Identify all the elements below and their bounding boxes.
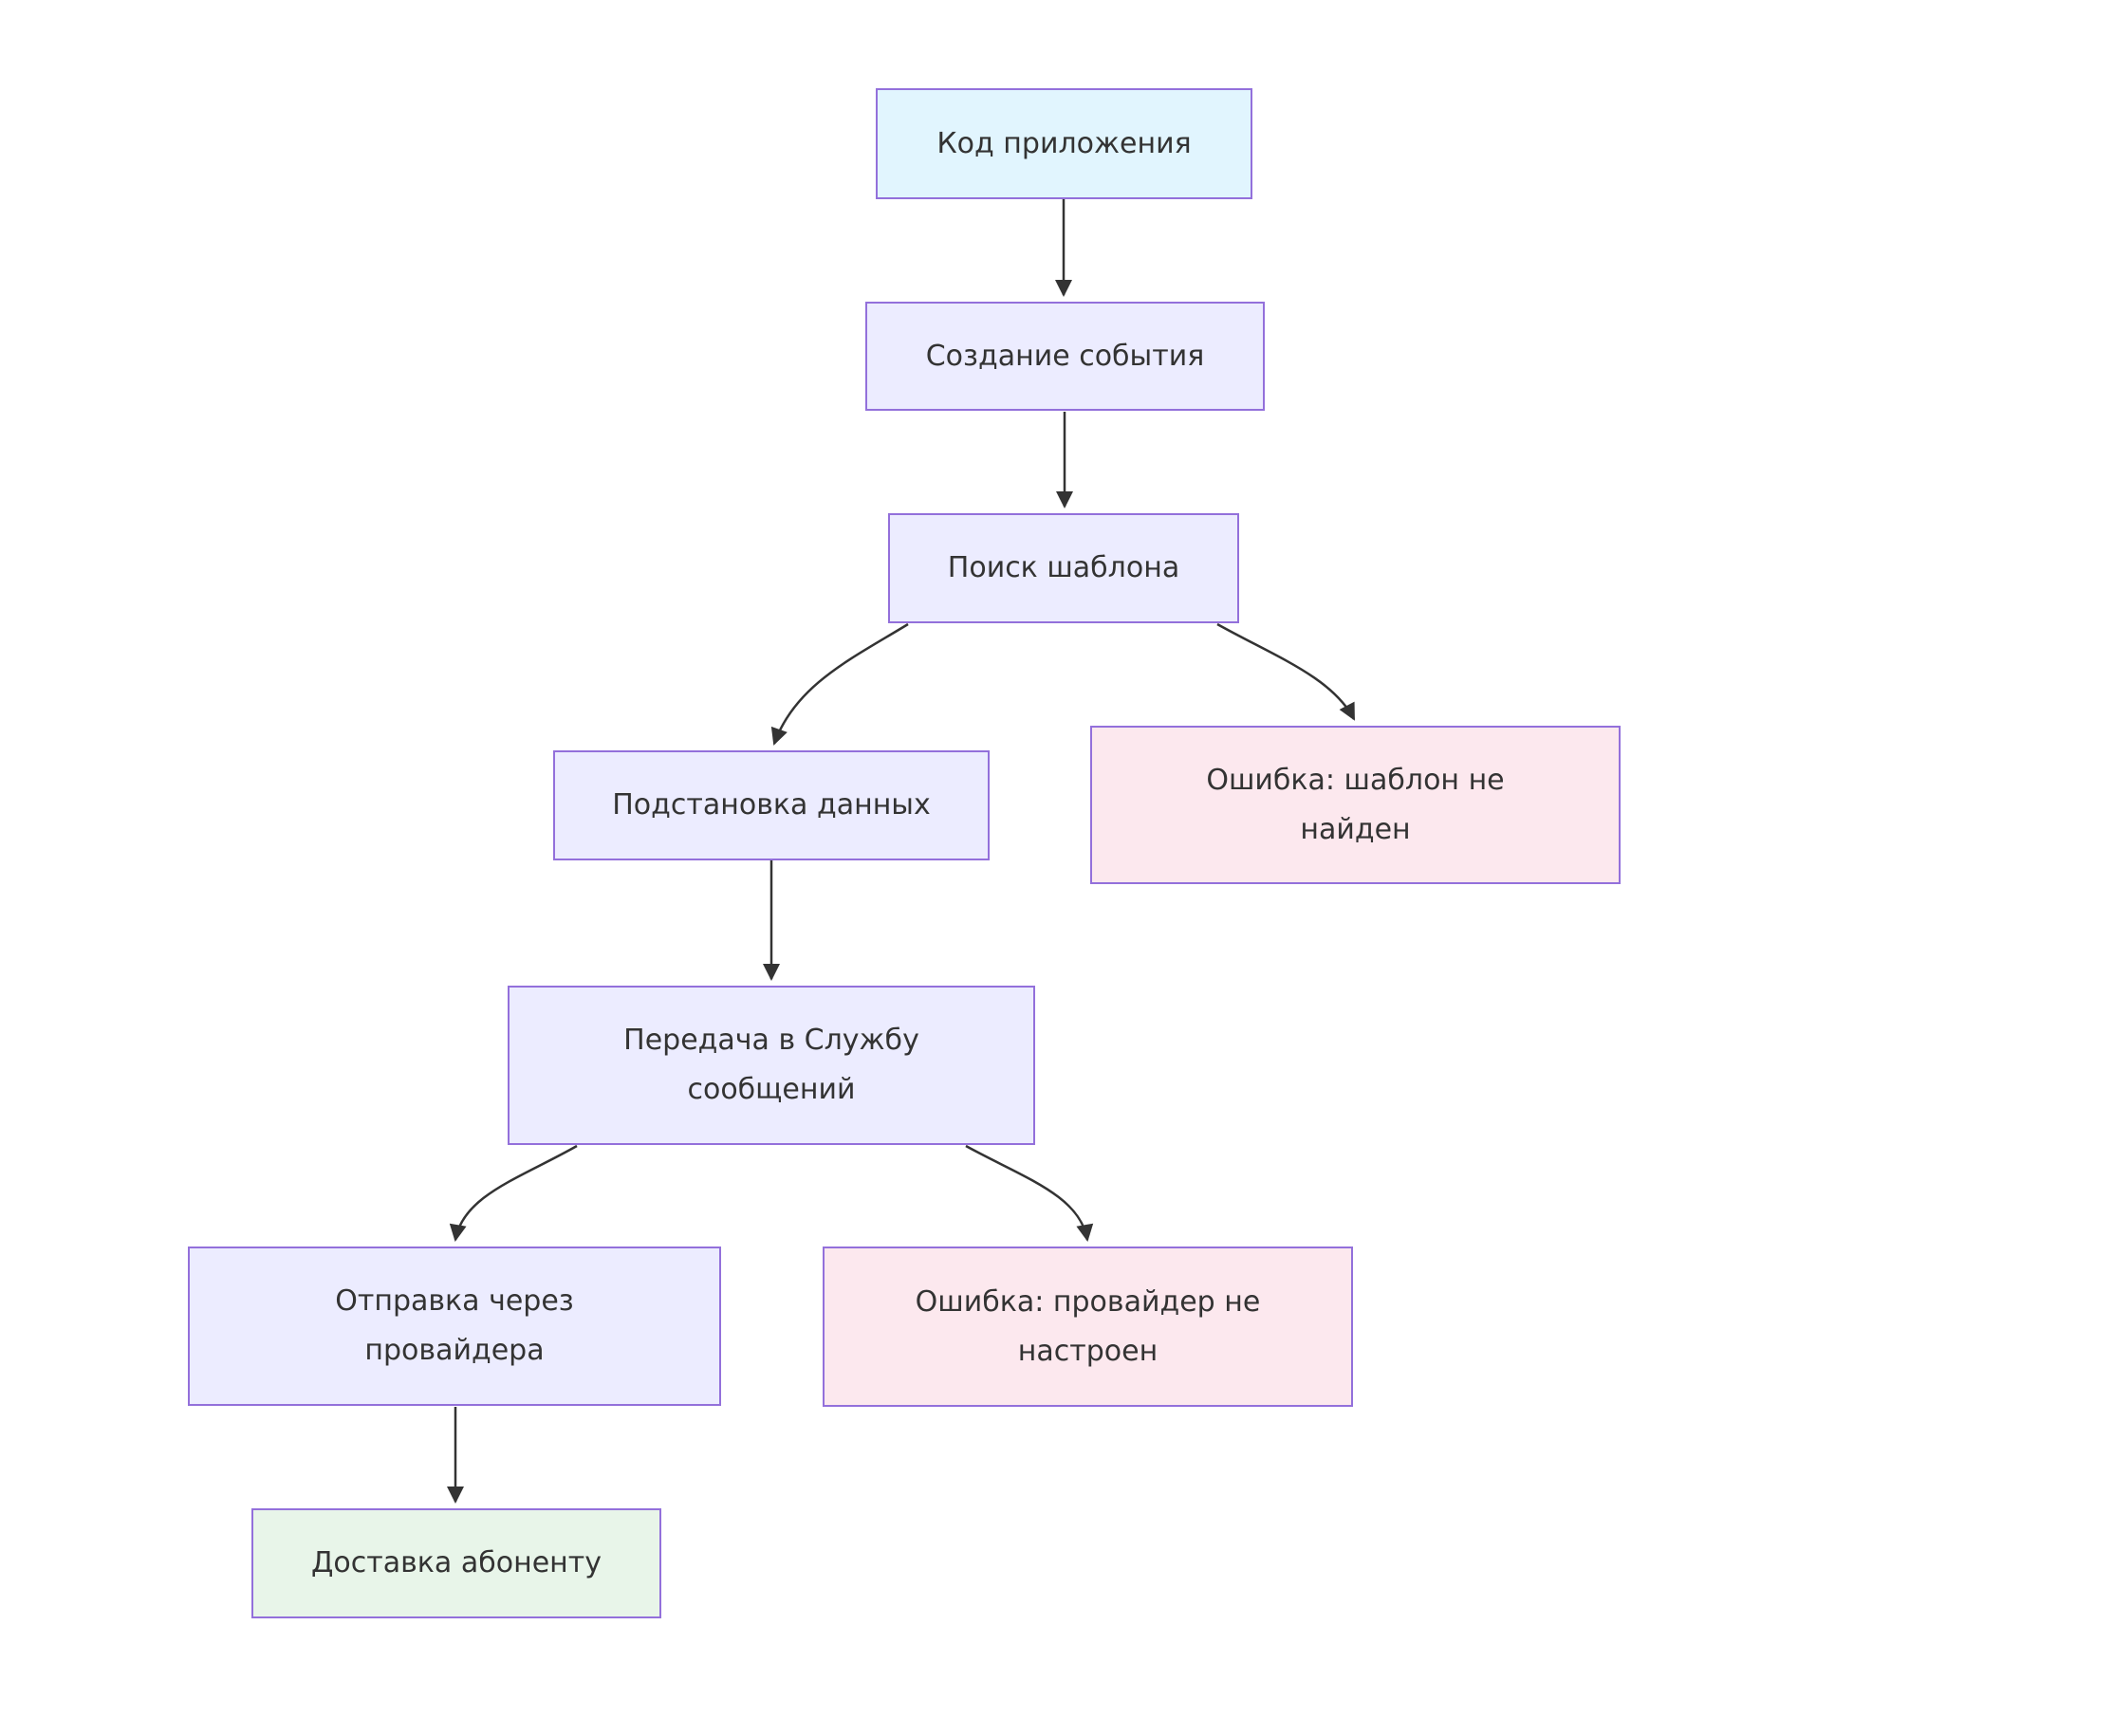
edge-message-service-to-send-via-provider [449, 1144, 578, 1242]
node-error-template-not-found: Ошибка: шаблон не найден [1090, 726, 1621, 884]
node-event-creation-label: Создание события [925, 339, 1205, 373]
node-message-service-transfer: Передача в Службу сообщений [508, 986, 1035, 1145]
node-template-search: Поиск шаблона [888, 513, 1239, 623]
node-data-substitution-label: Подстановка данных [612, 788, 931, 822]
node-send-via-provider: Отправка через провайдера [188, 1247, 721, 1406]
edge-template-search-to-error-template [1216, 622, 1356, 721]
node-message-service-label: Передача в Службу сообщений [623, 1024, 919, 1106]
node-event-creation: Создание события [865, 302, 1265, 411]
node-app-code-label: Код приложения [936, 126, 1192, 160]
node-delivery-label: Доставка абоненту [310, 1546, 602, 1580]
node-error-template-label: Ошибка: шаблон не найден [1206, 763, 1505, 846]
edge-message-service-to-error-provider [965, 1144, 1094, 1242]
node-error-provider-not-configured: Ошибка: провайдер не настроен [823, 1247, 1353, 1407]
node-data-substitution: Подстановка данных [553, 750, 990, 860]
node-error-provider-label: Ошибка: провайдер не настроен [915, 1284, 1261, 1368]
node-delivery-to-subscriber: Доставка абоненту [251, 1508, 661, 1618]
node-template-search-label: Поиск шаблона [947, 551, 1180, 585]
node-app-code: Код приложения [876, 88, 1252, 199]
node-send-via-provider-label: Отправка через провайдера [335, 1284, 574, 1367]
edge-template-search-to-data-substitution [770, 622, 909, 746]
